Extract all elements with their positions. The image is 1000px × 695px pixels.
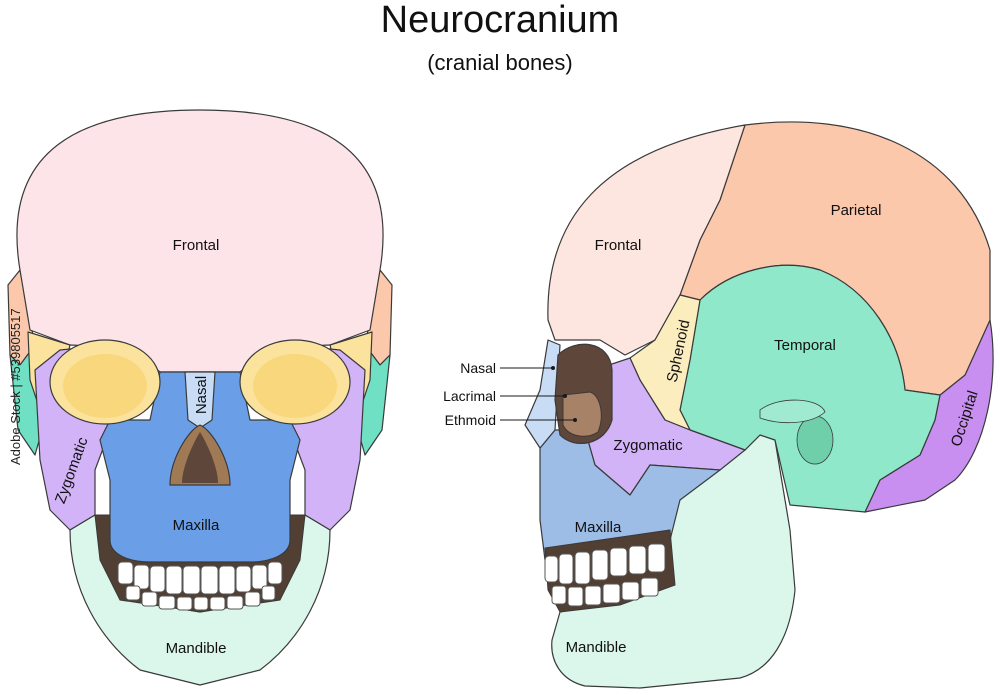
side-label-maxilla: Maxilla (575, 519, 622, 536)
side-lacrimal (562, 391, 602, 437)
front-nasal-septum (182, 432, 218, 483)
side-frontal (547, 124, 746, 356)
side-teeth (544, 543, 666, 607)
side-label-parietal: Parietal (831, 202, 882, 219)
side-zygomatic-process (759, 399, 826, 424)
callout-label-nasal: Nasal (460, 360, 496, 376)
front-view-skull: Frontal Nasal Zygomatic Maxilla Mandible (7, 109, 393, 686)
side-label-frontal: Frontal (595, 237, 642, 254)
callout-label-ethmoid: Ethmoid (445, 412, 496, 428)
callout-label-lacrimal: Lacrimal (443, 388, 496, 404)
front-label-frontal: Frontal (173, 237, 220, 254)
front-label-nasal: Nasal (193, 376, 210, 414)
front-orbit-right-inner (253, 354, 337, 418)
front-label-mandible: Mandible (166, 640, 227, 657)
front-teeth-upper (117, 561, 283, 595)
front-label-maxilla: Maxilla (173, 517, 220, 534)
front-orbit-left-inner (63, 354, 147, 418)
side-nasal-bone (524, 339, 561, 449)
stock-id-text: Adobe Stock | #539805517 (8, 308, 23, 465)
side-label-zygomatic: Zygomatic (613, 437, 683, 454)
side-label-temporal: Temporal (774, 337, 836, 354)
side-view-skull: Frontal Parietal Temporal Sphenoid Occip… (443, 121, 994, 689)
side-ear-canal (796, 415, 834, 465)
side-label-mandible: Mandible (566, 639, 627, 656)
side-temporal (679, 264, 941, 513)
front-teeth-lower (125, 585, 276, 611)
page-title: Neurocranium (381, 0, 620, 41)
front-nasal-bone (184, 371, 216, 429)
page-subtitle: (cranial bones) (427, 50, 573, 75)
side-mandible (551, 434, 796, 689)
